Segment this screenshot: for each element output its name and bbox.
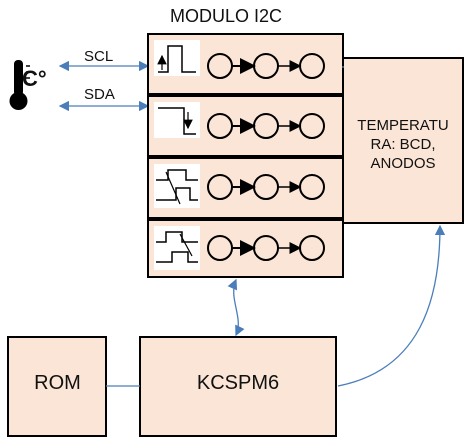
state-chain: [207, 174, 325, 200]
rom-block: [7, 336, 107, 437]
waveform-icon: [154, 40, 200, 76]
temperature-label-line: TEMPERATU: [357, 117, 449, 134]
module-title: MODULO I2C: [170, 6, 283, 26]
state-chain: [207, 53, 325, 79]
state-chain: [207, 235, 325, 261]
waveform-icon: [154, 102, 200, 138]
state-chain: [207, 113, 325, 139]
thermometer-icon: [9, 60, 30, 110]
sda-label: SDA: [84, 86, 115, 103]
celsius-unit-label: C°: [22, 66, 47, 91]
rom-label: ROM: [34, 372, 81, 394]
temperature-label: TEMPERATU RA: BCD, ANODOS: [346, 116, 460, 173]
temperature-label-line: ANODOS: [370, 155, 436, 172]
scl-label: SCL: [84, 48, 114, 65]
cpu-label: KCSPM6: [196, 372, 280, 394]
module-cpu-bus: [227, 278, 245, 337]
cpu-to-temperature-arrow: [337, 224, 446, 387]
waveform-icon: [154, 226, 200, 270]
temperature-label-line: RA: BCD,: [370, 136, 436, 153]
cpu-block: [139, 336, 337, 437]
waveform-icon: [154, 164, 200, 208]
temperature-block: [342, 57, 464, 224]
